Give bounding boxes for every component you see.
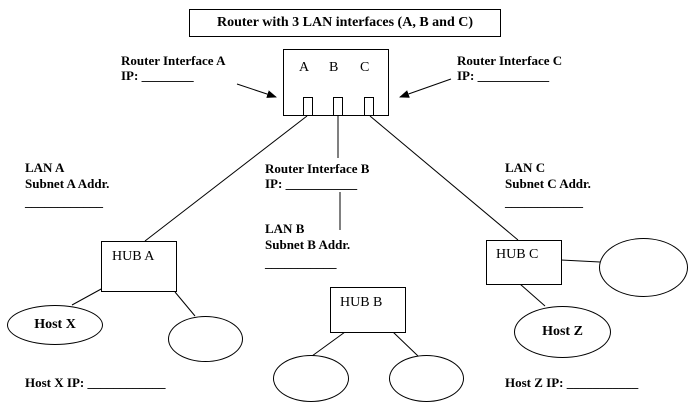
router-port-label-a: A — [299, 60, 310, 75]
host-x: Host X — [7, 305, 103, 345]
link-hub-c-host-z — [519, 283, 546, 307]
lan-b-subnet-blank: ___________ — [265, 255, 337, 270]
lan-b-label: LAN B — [265, 221, 305, 236]
lan-a-subnet-label: Subnet A Addr. — [25, 176, 110, 191]
router-interface-c-label: Router Interface C — [457, 53, 563, 68]
link-hub-c-host-3 — [560, 259, 601, 263]
lan-b-subnet-label: Subnet B Addr. — [265, 237, 351, 252]
router-port-c — [364, 97, 374, 116]
router-port-a — [303, 97, 313, 116]
link-hub-b-host-1 — [311, 331, 346, 357]
lan-a-subnet-blank: ____________ — [25, 194, 103, 209]
hub-b-label: HUB B — [340, 295, 383, 310]
host-z-label: Host Z — [542, 324, 583, 339]
host-x-ip-label: Host X IP: ____________ — [25, 375, 166, 390]
host-x-label: Host X — [34, 317, 76, 332]
link-router-c-hub-c — [369, 115, 519, 241]
router-interface-a-ip: IP: ________ — [121, 68, 194, 83]
router-interface-b-label: Router Interface B — [265, 161, 370, 176]
lan-a-label: LAN A — [25, 160, 65, 175]
router-port-label-c: C — [360, 60, 370, 75]
router-interface-a-label: Router Interface A — [121, 53, 226, 68]
router-interface-c-ip: IP: ___________ — [457, 68, 550, 83]
hub-a-label: HUB A — [112, 249, 155, 264]
arrow-interface-a — [236, 83, 277, 98]
lan-c-subnet-blank: ____________ — [505, 194, 583, 209]
host-lan-a-2 — [168, 316, 243, 362]
host-lan-c-3 — [599, 238, 688, 297]
host-lan-b-1 — [273, 355, 349, 402]
link-hub-a-host-x — [71, 287, 104, 306]
router-port-b — [333, 97, 343, 116]
router-port-label-b: B — [329, 60, 339, 75]
diagram-title: Router with 3 LAN interfaces (A, B and C… — [189, 9, 501, 37]
lan-c-label: LAN C — [505, 160, 546, 175]
link-router-a-hub-a — [144, 115, 308, 242]
router-interface-b-ip: IP: ___________ — [265, 176, 358, 191]
link-hub-b-host-2 — [392, 331, 419, 357]
host-lan-b-2 — [389, 355, 464, 402]
link-hub-a-host-2 — [174, 291, 196, 317]
hub-b-box — [330, 287, 406, 333]
hub-c-label: HUB C — [496, 247, 539, 262]
hub-a-box — [101, 241, 177, 292]
lan-c-subnet-label: Subnet C Addr. — [505, 176, 591, 191]
arrow-interface-c — [399, 78, 452, 98]
host-z: Host Z — [514, 306, 611, 358]
host-z-ip-label: Host Z IP: ___________ — [505, 375, 639, 390]
hub-c-box — [486, 240, 562, 285]
